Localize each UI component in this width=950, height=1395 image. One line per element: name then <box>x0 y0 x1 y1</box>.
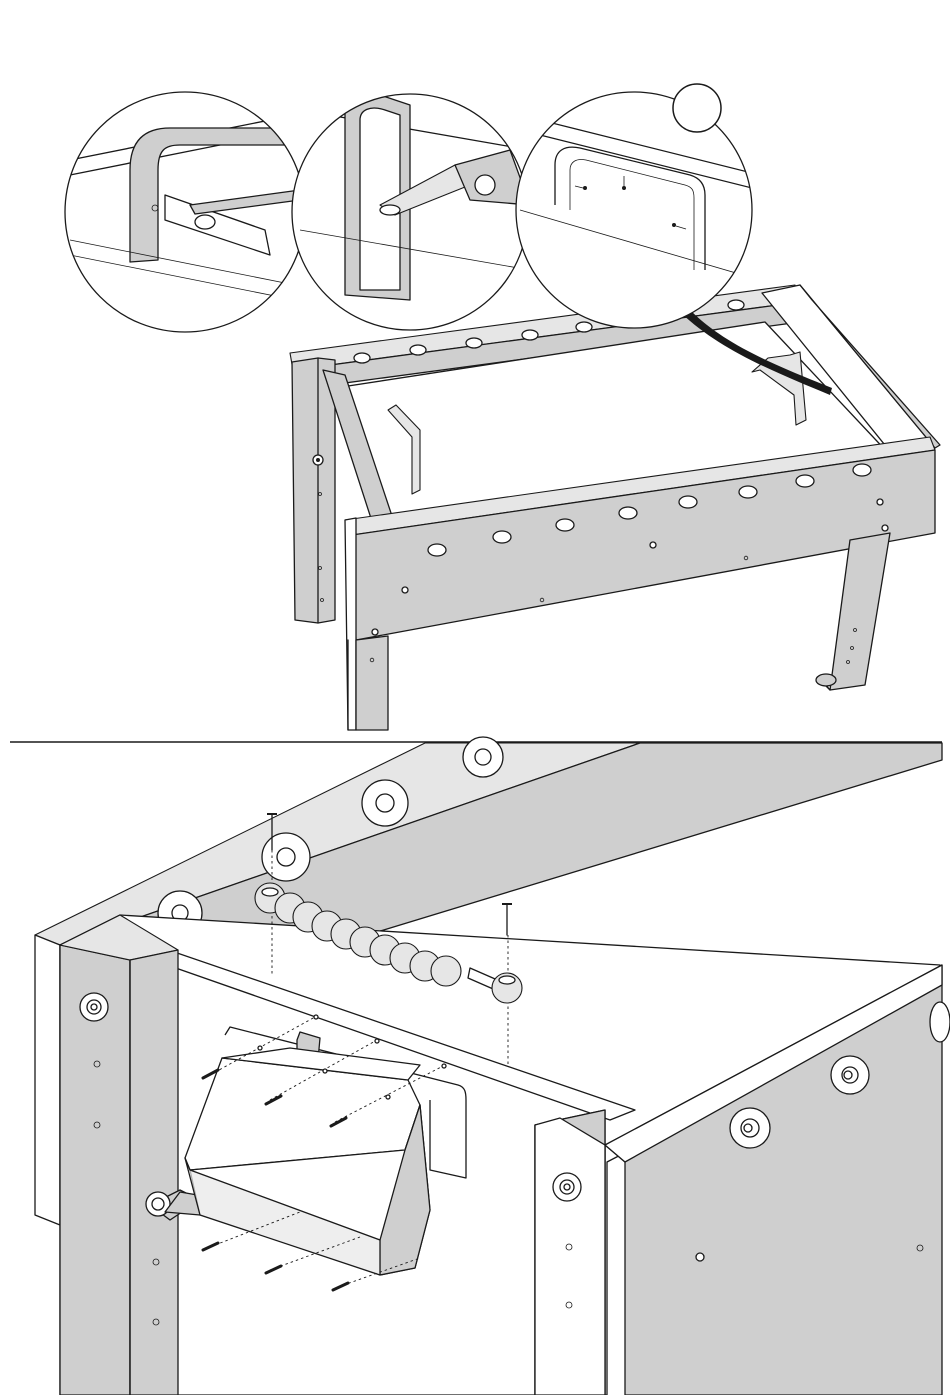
detail-circle-3 <box>516 92 760 328</box>
front-right-leg <box>830 533 890 690</box>
front-left-leg-edge <box>345 518 356 730</box>
front-left-leg <box>356 636 388 730</box>
detail-circle-1 <box>65 92 330 332</box>
detail-circle-2 <box>292 93 530 330</box>
end-board-edge <box>35 935 60 1225</box>
step-number-callout <box>673 84 721 132</box>
goal-and-rod-assembly <box>35 737 950 1395</box>
back-left-leg <box>292 358 335 623</box>
table-frame-top <box>290 285 940 730</box>
